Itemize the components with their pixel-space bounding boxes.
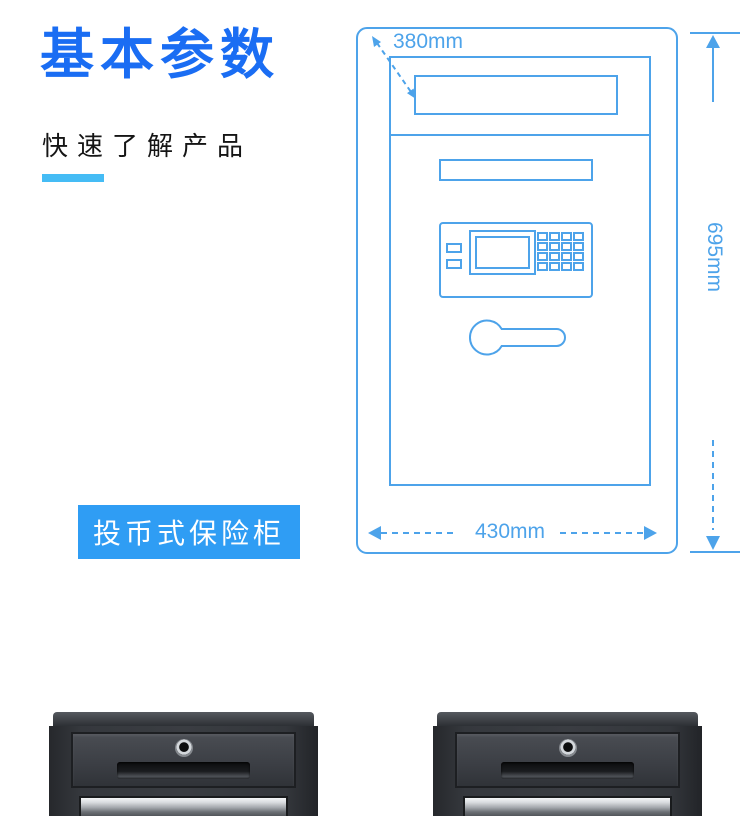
- deposit-slot-outline: [414, 75, 618, 115]
- coin-tray-slot: [78, 796, 289, 816]
- dimension-top-width-label: 380mm: [393, 30, 464, 53]
- safe-left: [49, 712, 318, 816]
- dimension-arrowheads: [368, 35, 720, 550]
- key-handle-outline: [468, 319, 566, 356]
- keypad-panel-outline: [439, 222, 593, 298]
- keypad-buttons-grid: [537, 232, 584, 271]
- safe-photo-left: [35, 712, 332, 816]
- safe-top-face: [53, 712, 314, 727]
- safe-drawer-front: [454, 732, 681, 788]
- drawer-handle-slot: [116, 762, 251, 779]
- dimension-bottom-width-label: 430mm: [474, 520, 546, 543]
- safe-front-face: [49, 726, 318, 816]
- keyhole-icon: [174, 739, 193, 757]
- safe-drawer-front: [70, 732, 297, 788]
- dimension-380-line: [376, 42, 412, 93]
- page-subtitle: 快速了解产品: [42, 131, 253, 161]
- keypad-display-frame: [469, 230, 536, 275]
- safe-top-face: [437, 712, 698, 727]
- coin-tray-slot: [462, 796, 673, 816]
- keypad-indicator-1: [446, 243, 462, 253]
- title-underline: [42, 174, 104, 182]
- safe-door-outline: [389, 56, 651, 486]
- safe-photo-right: [419, 712, 716, 816]
- safe-dimension-diagram: 380mm 430mm 695mm: [350, 22, 750, 567]
- safe-body-outline: [356, 27, 678, 554]
- keypad-indicator-2: [446, 259, 462, 269]
- coin-slot-outline: [439, 159, 593, 181]
- page-title: 基本参数: [40, 25, 280, 85]
- keypad-display-screen: [475, 236, 530, 269]
- keyhole-icon: [558, 739, 577, 757]
- safe-right: [433, 712, 702, 816]
- product-type-badge: 投币式保险柜: [78, 505, 301, 559]
- safe-front-face: [433, 726, 702, 816]
- safe-outline-drawing: [356, 27, 740, 554]
- dimension-height-label: 695mm: [703, 222, 726, 293]
- drawer-handle-slot: [500, 762, 635, 779]
